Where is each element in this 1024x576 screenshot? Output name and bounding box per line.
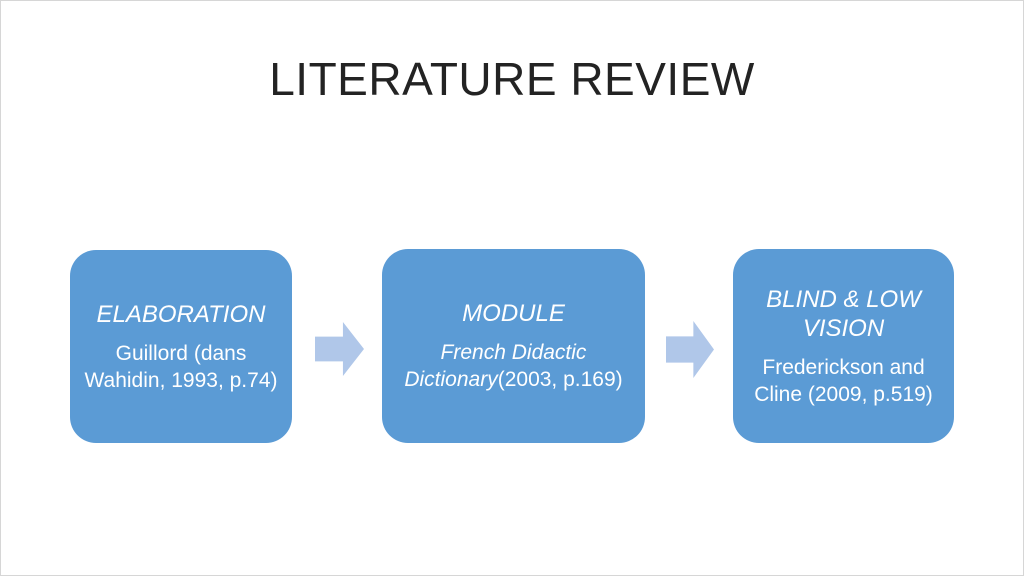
right-arrow-icon — [666, 321, 714, 378]
flow-box-title: ELABORATION — [96, 300, 266, 328]
flow-box-title: MODULE — [462, 300, 565, 327]
page-title: LITERATURE REVIEW — [269, 53, 755, 105]
flow-box-blind-low-vision: BLIND & LOW VISION Frederickson and Clin… — [733, 249, 954, 443]
flow-box-citation: French Didactic Dictionary(2003, p.169) — [396, 339, 631, 393]
flow-box-citation: Frederickson and Cline (2009, p.519) — [754, 355, 933, 406]
flow-box-module: MODULE French Didactic Dictionary(2003, … — [382, 249, 645, 443]
flow-box-elaboration: ELABORATION Guillord (dans Wahidin, 1993… — [70, 250, 292, 443]
citation-ref-regular: (2003, p.169) — [497, 368, 623, 391]
flow-box-title: BLIND & LOW VISION — [766, 285, 921, 342]
right-arrow-icon — [315, 322, 364, 376]
flow-box-citation: Guillord (dans Wahidin, 1993, p.74) — [84, 341, 278, 392]
citation-source-italic: French Didactic Dictionary — [404, 341, 587, 391]
